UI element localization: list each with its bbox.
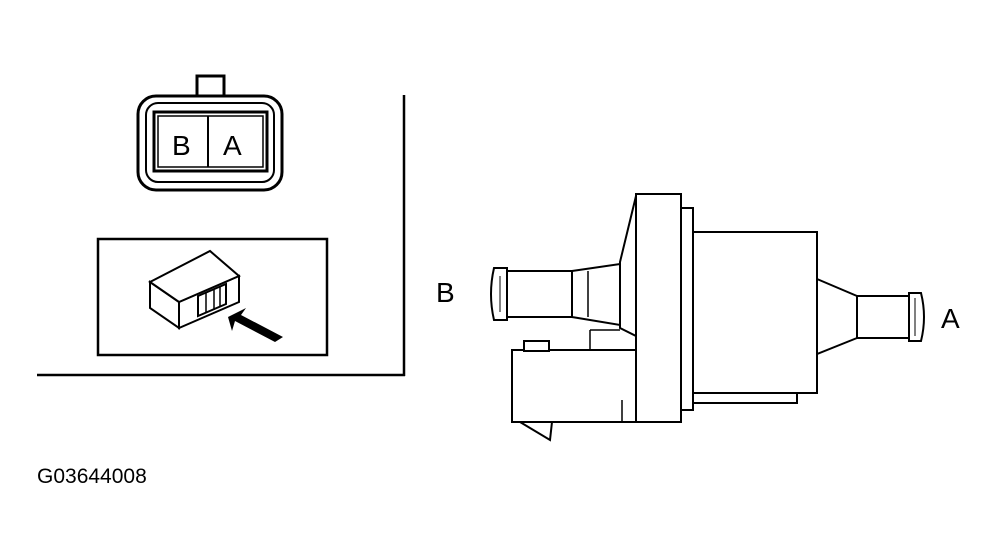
valve-port-b-label: B	[436, 277, 455, 308]
connector-face-view	[136, 74, 284, 192]
valve-assembly	[490, 193, 925, 442]
arrow-icon	[228, 308, 283, 342]
connector-pin-b-label: B	[172, 130, 191, 161]
figure-code: G03644008	[37, 465, 147, 488]
connector-pin-a-label: A	[223, 130, 242, 161]
connector-locator-inset	[96, 237, 329, 357]
valve-port-a-label: A	[941, 303, 960, 334]
inset-divider	[37, 95, 406, 377]
